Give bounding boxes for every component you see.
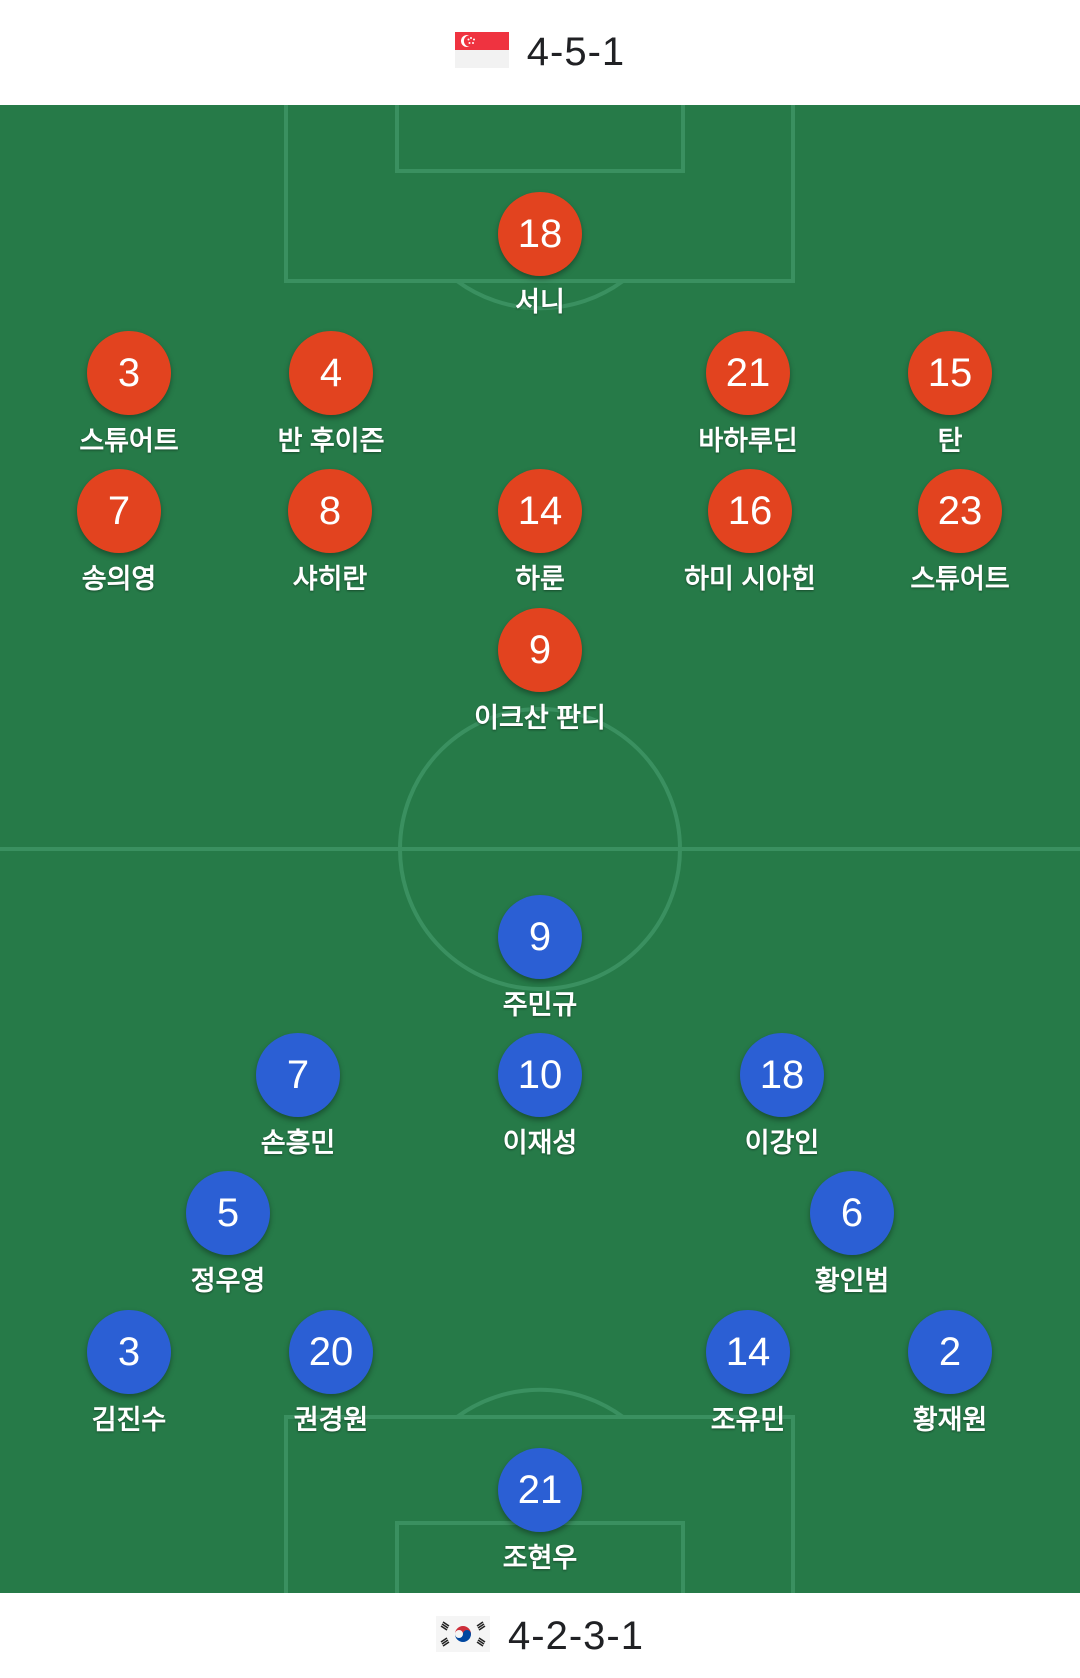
player-number-badge: 8 — [288, 469, 372, 553]
player-number-badge: 7 — [77, 469, 161, 553]
player-name: 김진수 — [91, 1405, 167, 1435]
player-name: 이크산 판디 — [474, 703, 606, 733]
top-team-header: 4-5-1 — [0, 0, 1080, 105]
home-player-defender[interactable]: 3 스튜어트 — [29, 331, 229, 458]
player-number-badge: 14 — [706, 1310, 790, 1394]
player-name: 주민규 — [502, 990, 578, 1020]
player-number-badge: 21 — [706, 331, 790, 415]
pitch-markings — [0, 105, 1080, 1593]
player-name: 정우영 — [190, 1266, 266, 1296]
player-name: 서니 — [515, 287, 565, 317]
player-name: 스튜어트 — [910, 564, 1010, 594]
away-player-defender[interactable]: 2 황재원 — [850, 1310, 1050, 1437]
player-number-badge: 18 — [740, 1033, 824, 1117]
player-name: 하미 시아힌 — [684, 564, 816, 594]
away-player-defender[interactable]: 14 조유민 — [648, 1310, 848, 1437]
away-player-defender[interactable]: 3 김진수 — [29, 1310, 229, 1437]
player-number-badge: 5 — [186, 1171, 270, 1255]
home-player-midfielder[interactable]: 14 하룬 — [440, 469, 640, 596]
player-name: 조유민 — [710, 1405, 786, 1435]
player-number-badge: 16 — [708, 469, 792, 553]
bottom-team-formation: 4-2-3-1 — [508, 1613, 644, 1658]
player-number-badge: 4 — [289, 331, 373, 415]
player-number-badge: 3 — [87, 331, 171, 415]
player-name: 황재원 — [912, 1405, 988, 1435]
away-player-attacking-midfielder[interactable]: 7 손흥민 — [198, 1033, 398, 1160]
player-number-badge: 20 — [289, 1310, 373, 1394]
player-name: 조현우 — [502, 1543, 578, 1573]
player-name: 탄 — [937, 426, 963, 456]
singapore-flag-icon — [454, 32, 509, 73]
player-number-badge: 7 — [256, 1033, 340, 1117]
player-number-badge: 15 — [908, 331, 992, 415]
home-player-goalkeeper[interactable]: 18 서니 — [440, 192, 640, 319]
away-player-defensive-midfielder[interactable]: 6 황인범 — [752, 1171, 952, 1298]
home-player-midfielder[interactable]: 23 스튜어트 — [860, 469, 1060, 596]
player-number-badge: 9 — [498, 895, 582, 979]
south-korea-flag-icon — [436, 1615, 491, 1657]
away-player-defensive-midfielder[interactable]: 5 정우영 — [128, 1171, 328, 1298]
football-pitch: 18 서니 3 스튜어트 4 반 후이즌 21 바하루딘 15 탄 7 송의영 … — [0, 105, 1080, 1593]
home-player-defender[interactable]: 21 바하루딘 — [648, 331, 848, 458]
player-number-badge: 10 — [498, 1033, 582, 1117]
player-name: 스튜어트 — [79, 426, 179, 456]
player-name: 하룬 — [515, 564, 565, 594]
player-name: 반 후이즌 — [277, 426, 385, 456]
player-number-badge: 9 — [498, 608, 582, 692]
player-name: 샤히란 — [292, 564, 368, 594]
bottom-team-header: 4-2-3-1 — [0, 1594, 1080, 1678]
player-number-badge: 14 — [498, 469, 582, 553]
player-number-badge: 21 — [498, 1448, 582, 1532]
home-player-midfielder[interactable]: 7 송의영 — [19, 469, 219, 596]
player-name: 바하루딘 — [698, 426, 798, 456]
player-name: 권경원 — [293, 1405, 369, 1435]
player-name: 이강인 — [744, 1128, 820, 1158]
player-name: 송의영 — [81, 564, 157, 594]
player-number-badge: 18 — [498, 192, 582, 276]
home-player-midfielder[interactable]: 8 샤히란 — [230, 469, 430, 596]
player-name: 이재성 — [502, 1128, 578, 1158]
away-player-attacking-midfielder[interactable]: 18 이강인 — [682, 1033, 882, 1160]
away-player-defender[interactable]: 20 권경원 — [231, 1310, 431, 1437]
home-player-midfielder[interactable]: 16 하미 시아힌 — [650, 469, 850, 596]
home-player-defender[interactable]: 4 반 후이즌 — [231, 331, 431, 458]
away-player-forward[interactable]: 9 주민규 — [440, 895, 640, 1022]
home-player-forward[interactable]: 9 이크산 판디 — [440, 608, 640, 735]
player-name: 황인범 — [814, 1266, 890, 1296]
player-number-badge: 23 — [918, 469, 1002, 553]
away-player-attacking-midfielder[interactable]: 10 이재성 — [440, 1033, 640, 1160]
player-number-badge: 6 — [810, 1171, 894, 1255]
top-team-formation: 4-5-1 — [526, 30, 626, 74]
player-number-badge: 2 — [908, 1310, 992, 1394]
away-player-goalkeeper[interactable]: 21 조현우 — [440, 1448, 640, 1575]
player-name: 손흥민 — [260, 1128, 336, 1158]
home-player-defender[interactable]: 15 탄 — [850, 331, 1050, 458]
player-number-badge: 3 — [87, 1310, 171, 1394]
